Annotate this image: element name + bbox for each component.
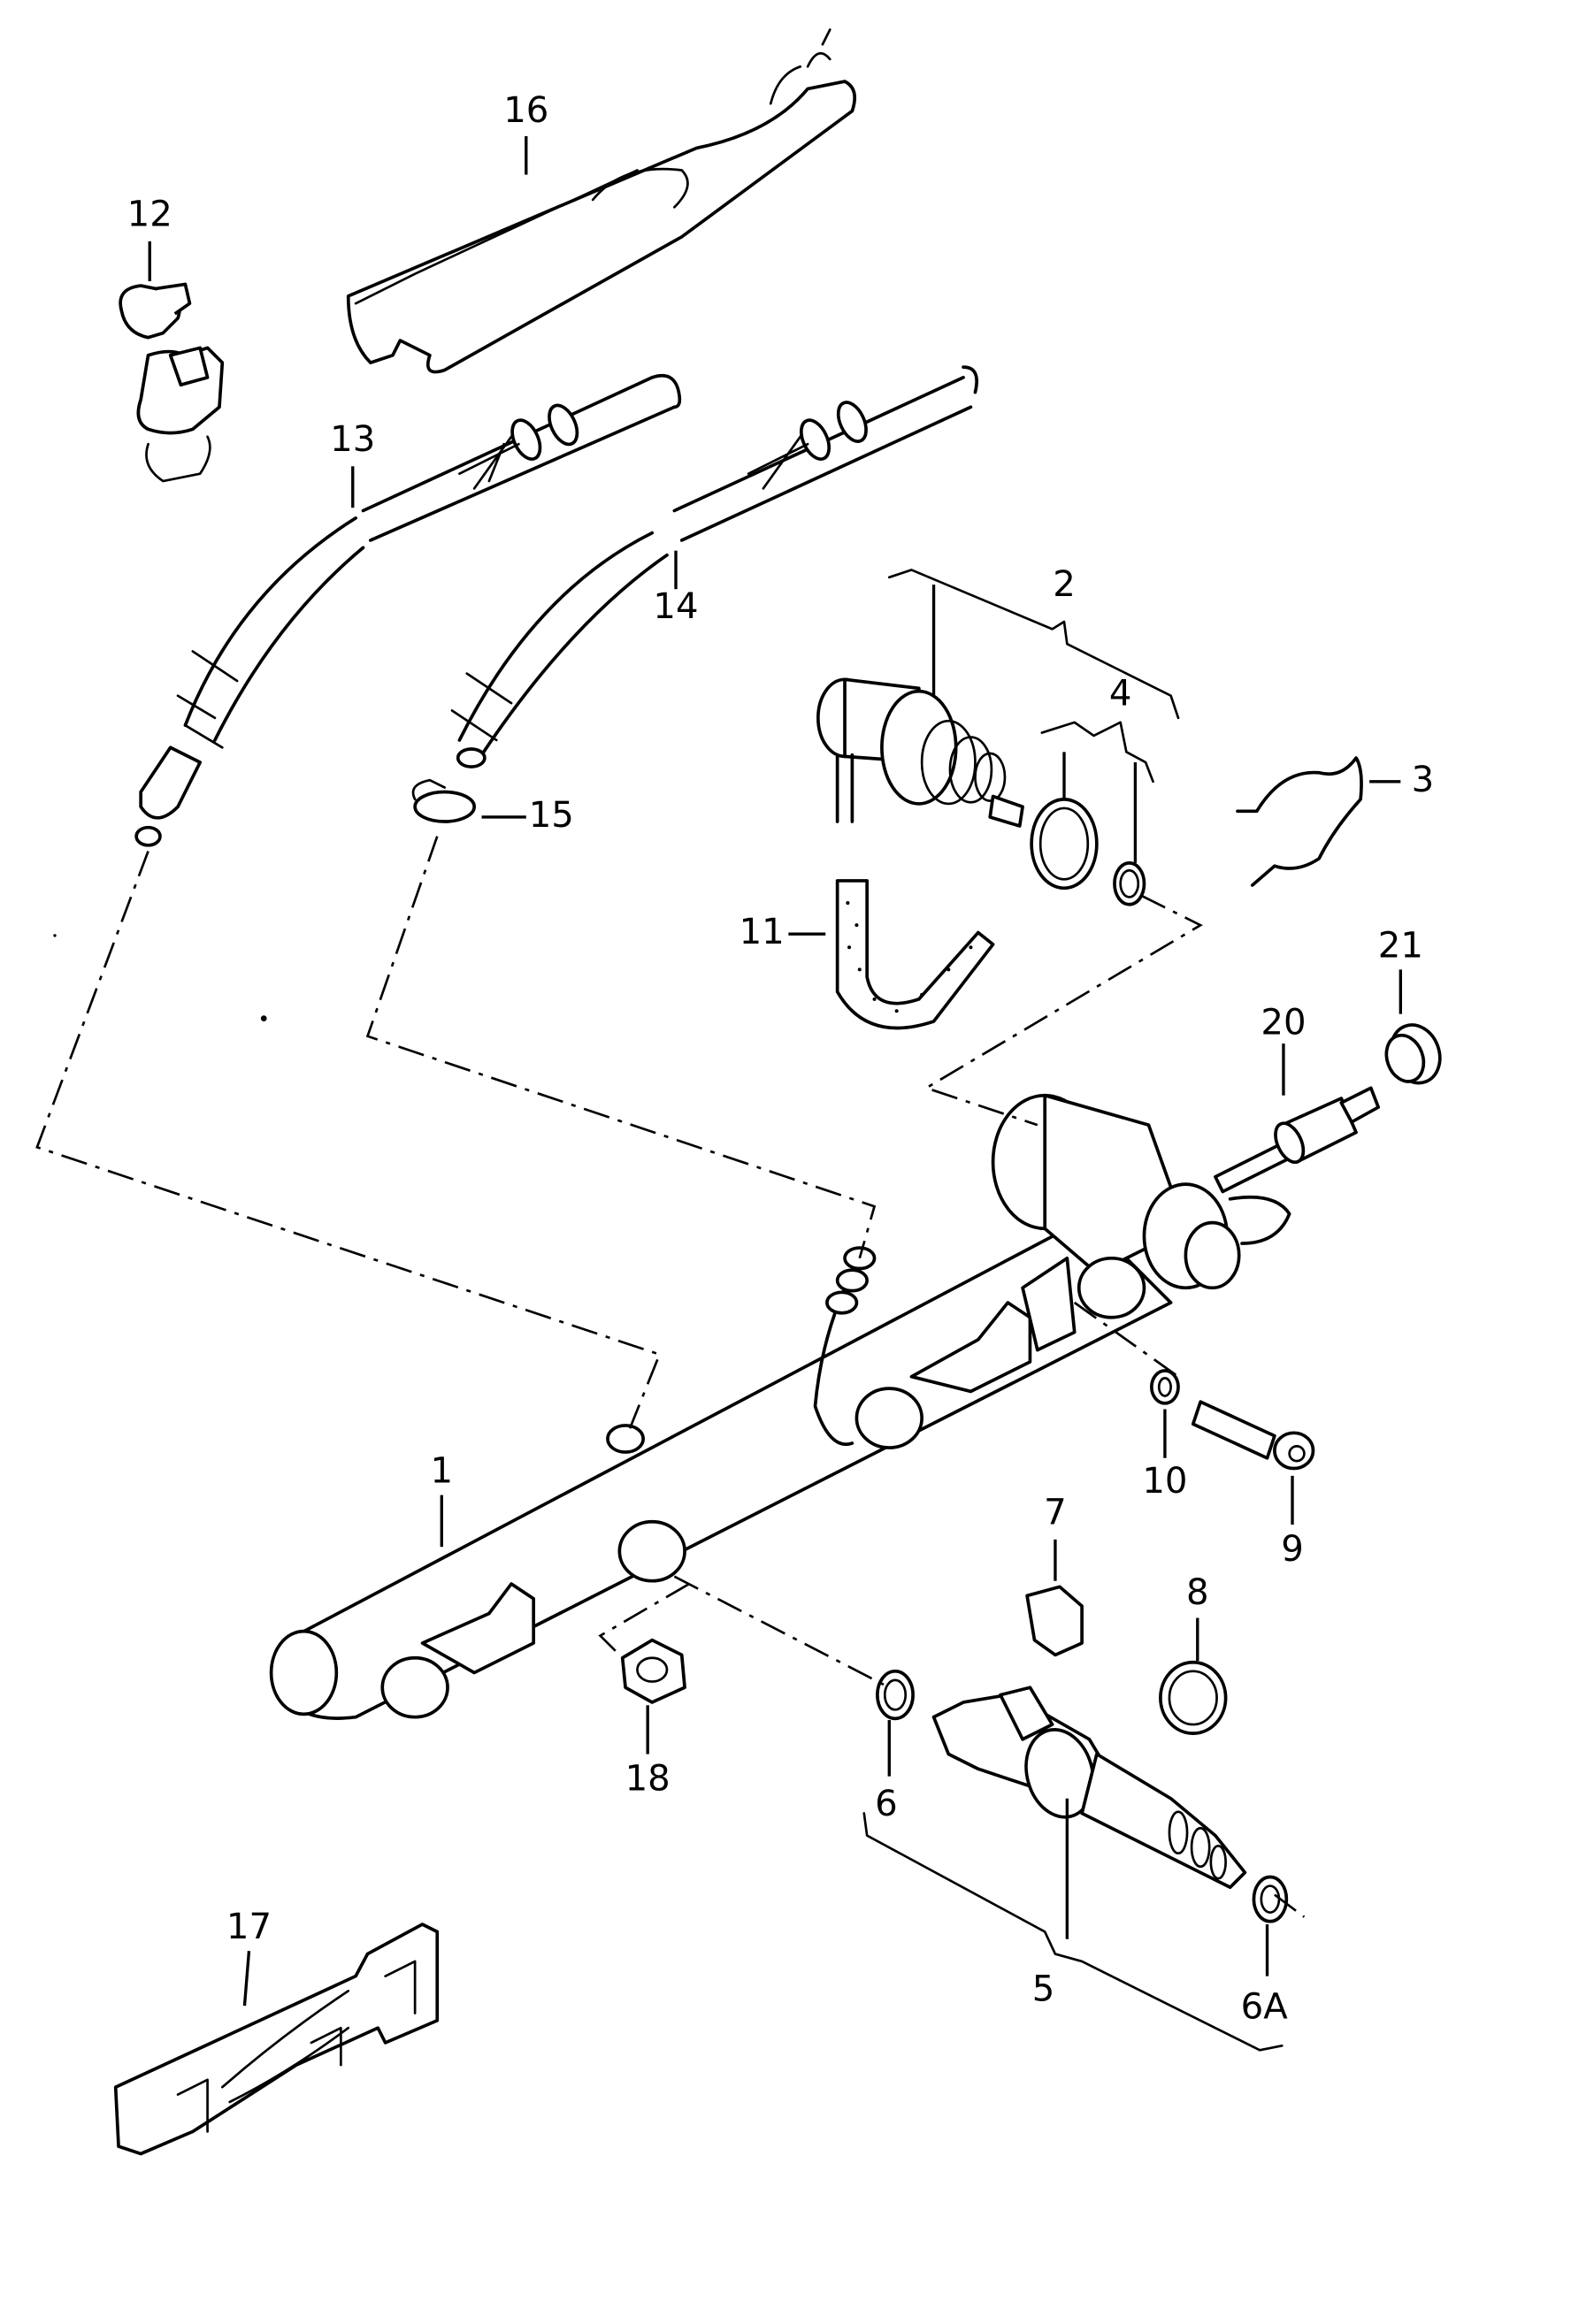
part-21-cap[interactable] bbox=[1380, 1018, 1447, 1089]
assembly-line-2 bbox=[923, 894, 1203, 1127]
callout-13: 13 bbox=[330, 419, 375, 460]
assembly-line-6a bbox=[1274, 1893, 1306, 1918]
callout-18: 18 bbox=[625, 1759, 671, 1800]
part-10-washer[interactable] bbox=[1149, 1369, 1180, 1405]
part-18-nut[interactable] bbox=[620, 1638, 686, 1704]
callout-15: 15 bbox=[529, 795, 574, 836]
callout-14: 14 bbox=[653, 586, 698, 627]
callout-5: 5 bbox=[1032, 1969, 1055, 2009]
part-14-hose[interactable] bbox=[450, 365, 978, 768]
callout-6: 6 bbox=[875, 1784, 898, 1824]
assembly-line-18 bbox=[598, 1582, 690, 1659]
callout-10: 10 bbox=[1142, 1461, 1187, 1502]
stray-dot bbox=[53, 934, 57, 937]
callout-8: 8 bbox=[1186, 1572, 1209, 1613]
callout-20: 20 bbox=[1261, 1002, 1306, 1043]
part-15-clamp[interactable] bbox=[411, 778, 476, 823]
callout-3: 3 bbox=[1412, 760, 1435, 800]
leader-17 bbox=[242, 1951, 251, 2007]
part-8-oring[interactable] bbox=[1159, 1660, 1228, 1735]
callout-17: 17 bbox=[226, 1907, 272, 1947]
part-7-clip[interactable] bbox=[1025, 1585, 1084, 1657]
stray-dot bbox=[260, 1015, 267, 1021]
callout-7: 7 bbox=[1044, 1492, 1067, 1533]
bracket-5 bbox=[862, 1812, 1284, 2052]
part-13-hose[interactable] bbox=[134, 373, 682, 847]
part-20-sensor[interactable] bbox=[1214, 1086, 1381, 1194]
callout-1: 1 bbox=[430, 1451, 453, 1492]
part-2-pressure-regulator[interactable] bbox=[816, 677, 1024, 828]
part-17-bracket[interactable] bbox=[113, 1923, 440, 2156]
bracket-4 bbox=[1040, 721, 1154, 784]
part-12-clips[interactable] bbox=[119, 282, 225, 483]
part-5-injector[interactable] bbox=[931, 1686, 1247, 1890]
callout-4: 4 bbox=[1109, 674, 1132, 715]
callout-12: 12 bbox=[127, 194, 172, 234]
part-3-clip[interactable] bbox=[1236, 756, 1363, 887]
callout-16: 16 bbox=[503, 90, 548, 131]
callout-6a: 6A bbox=[1241, 1986, 1289, 2027]
assembly-line-10 bbox=[1073, 1301, 1179, 1378]
part-1-fuel-rail[interactable] bbox=[269, 1093, 1291, 1720]
part-9-bolt[interactable] bbox=[1191, 1400, 1315, 1471]
part-4-seals[interactable] bbox=[1030, 798, 1146, 906]
assembly-line-6 bbox=[673, 1575, 890, 1689]
assembly-line-13 bbox=[35, 851, 662, 1429]
part-16-cover[interactable] bbox=[346, 28, 856, 374]
assembly-line-14 bbox=[365, 836, 877, 1259]
callout-2: 2 bbox=[1053, 564, 1076, 605]
part-6-seal[interactable] bbox=[876, 1669, 915, 1721]
callout-11: 11 bbox=[740, 912, 785, 952]
part-11-vacuum-hose[interactable] bbox=[835, 879, 995, 1030]
callout-9: 9 bbox=[1281, 1529, 1304, 1570]
callout-21: 21 bbox=[1378, 925, 1423, 966]
bracket-2 bbox=[887, 569, 1180, 720]
